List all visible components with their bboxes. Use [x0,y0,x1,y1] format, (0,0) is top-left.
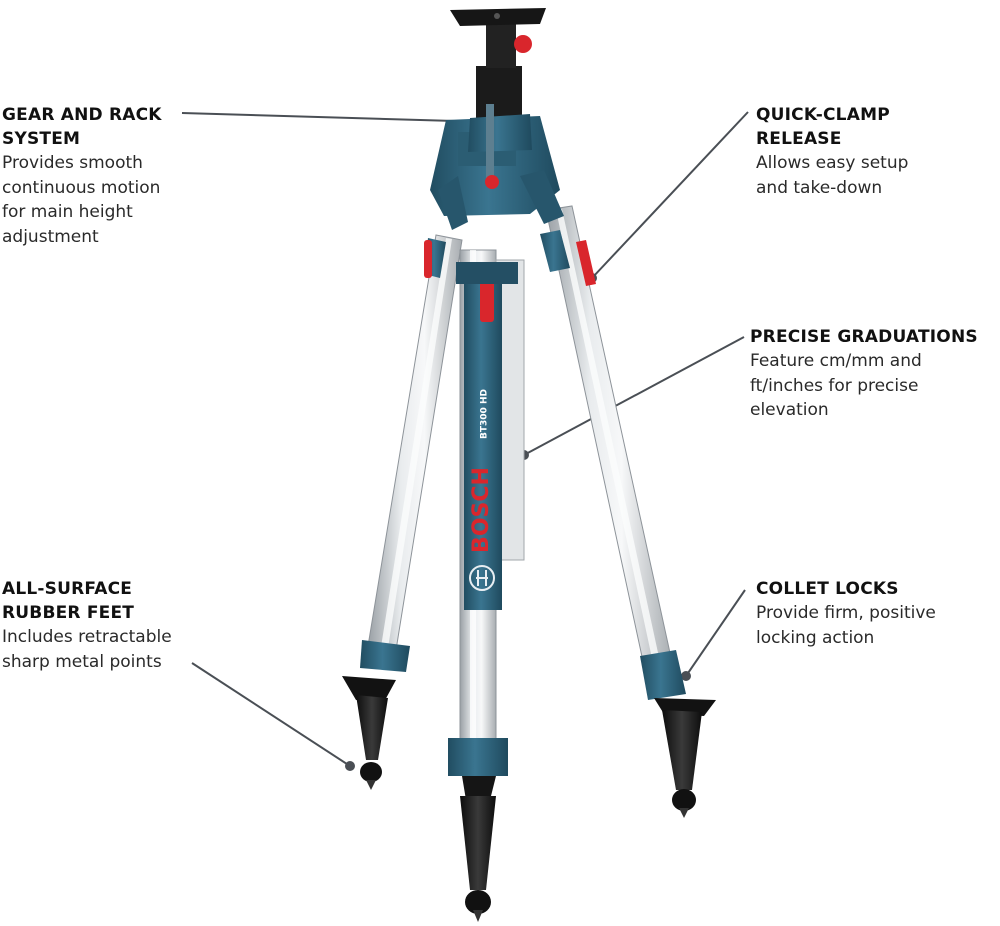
callout-precise-title: PRECISE GRADUATIONS [750,327,978,347]
product-model: BT300 HD [480,389,490,439]
tripod-leg-right [540,205,716,818]
callout-precise-graduations: PRECISE GRADUATIONS Feature cm/mm and ft… [750,325,1000,423]
leader-line-quick [591,111,749,279]
leader-line-collet [685,589,746,677]
callout-gear-rack-title: GEAR AND RACK SYSTEM [2,103,202,151]
callout-gear-rack-desc: Provides smooth continuous motion for ma… [2,151,202,249]
desc-line: elevation [750,400,829,420]
callout-gear-rack-title-line1: GEAR AND RACK [2,105,162,125]
desc-line: adjustment [2,226,99,247]
leader-line-precise [523,336,745,456]
bosch-logo-icon [469,565,495,591]
product-brand: BOSCH [469,467,494,553]
desc-line: Allows easy setup [756,153,909,173]
desc-line: sharp metal points [2,651,162,672]
leader-line-gear [181,112,491,123]
leader-dot-collet [681,671,691,681]
desc-line: and take-down [756,177,883,198]
callout-gear-rack: GEAR AND RACK SYSTEM Provides smooth con… [2,103,202,249]
callout-quick-clamp-desc: Allows easy setup and take-down [756,151,996,200]
height-crank-knob [485,175,499,189]
leader-dot-feet [345,761,355,771]
desc-line: Includes retractable [2,627,172,647]
desc-line: Feature cm/mm and [750,351,922,371]
callout-quick-clamp: QUICK-CLAMP RELEASE Allows easy setup an… [756,103,996,200]
desc-line: continuous motion [2,177,161,198]
callout-feet-title-line1: ALL-SURFACE [2,579,133,599]
callout-quick-clamp-title-line1: QUICK-CLAMP [756,105,890,125]
desc-line: ft/inches for precise [750,375,919,396]
callout-collet-title: COLLET LOCKS [756,579,899,599]
leader-line-feet [191,662,351,767]
desc-line: for main height [2,202,133,222]
callout-precise-desc: Feature cm/mm and ft/inches for precise … [750,349,1000,423]
callout-feet-title: ALL-SURFACE RUBBER FEET [2,577,242,625]
tripod-leg-left [342,234,463,790]
callout-collet-desc: Provide firm, positive locking action [756,601,996,650]
callout-quick-clamp-title-line2: RELEASE [756,129,842,149]
callout-rubber-feet: ALL-SURFACE RUBBER FEET Includes retract… [2,577,242,674]
callout-feet-title-line2: RUBBER FEET [2,603,135,623]
desc-line: locking action [756,627,875,648]
callout-quick-clamp-title: QUICK-CLAMP RELEASE [756,103,996,151]
callout-feet-desc: Includes retractable sharp metal points [2,625,242,674]
desc-line: Provides smooth [2,153,143,173]
desc-line: Provide firm, positive [756,603,936,623]
callout-gear-rack-title-line2: SYSTEM [2,129,81,149]
callout-collet-locks: COLLET LOCKS Provide firm, positive lock… [756,577,996,650]
pan-lock-knob [514,35,532,53]
tripod-head [430,8,564,230]
center-column: BOSCH BT300 HD [456,262,518,610]
